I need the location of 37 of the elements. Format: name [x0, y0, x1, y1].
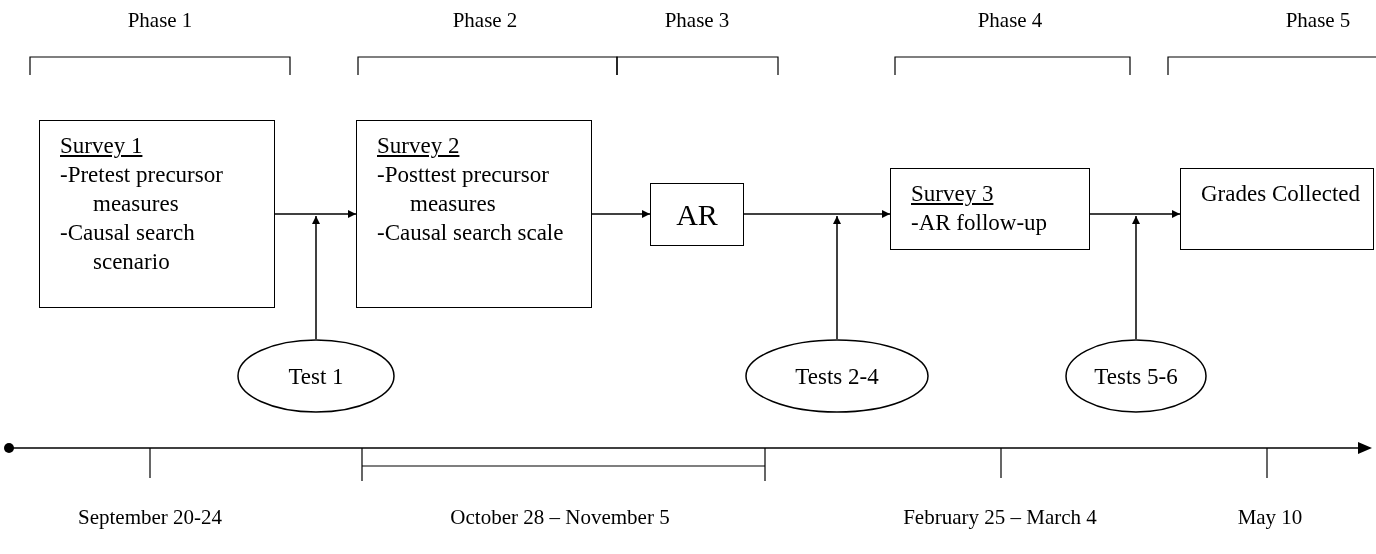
box-text: AR — [676, 200, 718, 229]
box-text: -AR follow-up — [911, 209, 1049, 237]
survey-box — [356, 120, 592, 308]
box-text: Tests 5-6 — [1094, 362, 1178, 391]
test-ellipse — [745, 339, 929, 413]
box-text: -Causal search scale — [377, 219, 565, 247]
box-heading: Survey 3 — [911, 180, 995, 208]
box-text: Test 1 — [288, 362, 344, 391]
arrow — [591, 210, 651, 218]
box-text: Grades Collected — [1201, 181, 1361, 206]
arrow — [743, 210, 891, 218]
arrow — [1132, 215, 1140, 340]
date-label: May 10 — [1237, 505, 1303, 530]
box-text: -Pretest precursor measures — [60, 161, 224, 218]
phase-label: Phase 1 — [127, 8, 193, 33]
test-ellipse — [1065, 339, 1207, 413]
box-text: Tests 2-4 — [795, 362, 879, 391]
box-text: -Posttest precursor measures — [377, 161, 550, 218]
date-label: September 20-24 — [78, 505, 222, 530]
box-heading: Survey 1 — [60, 132, 144, 160]
process-box — [1180, 168, 1374, 250]
box-heading: Survey 2 — [377, 132, 461, 160]
process-box — [650, 183, 744, 246]
survey-box — [890, 168, 1090, 250]
test-ellipse — [237, 339, 395, 413]
arrow — [312, 215, 320, 340]
survey-box — [39, 120, 275, 308]
phase-label: Phase 5 — [1285, 8, 1351, 33]
date-label: February 25 – March 4 — [903, 505, 1097, 530]
arrow — [1089, 210, 1181, 218]
box-text: -Causal search scenario — [60, 219, 196, 276]
phase-label: Phase 2 — [452, 8, 518, 33]
arrow — [833, 215, 841, 340]
phase-label: Phase 4 — [977, 8, 1043, 33]
phase-label: Phase 3 — [664, 8, 730, 33]
arrow — [274, 210, 357, 218]
date-label: October 28 – November 5 — [450, 505, 670, 530]
